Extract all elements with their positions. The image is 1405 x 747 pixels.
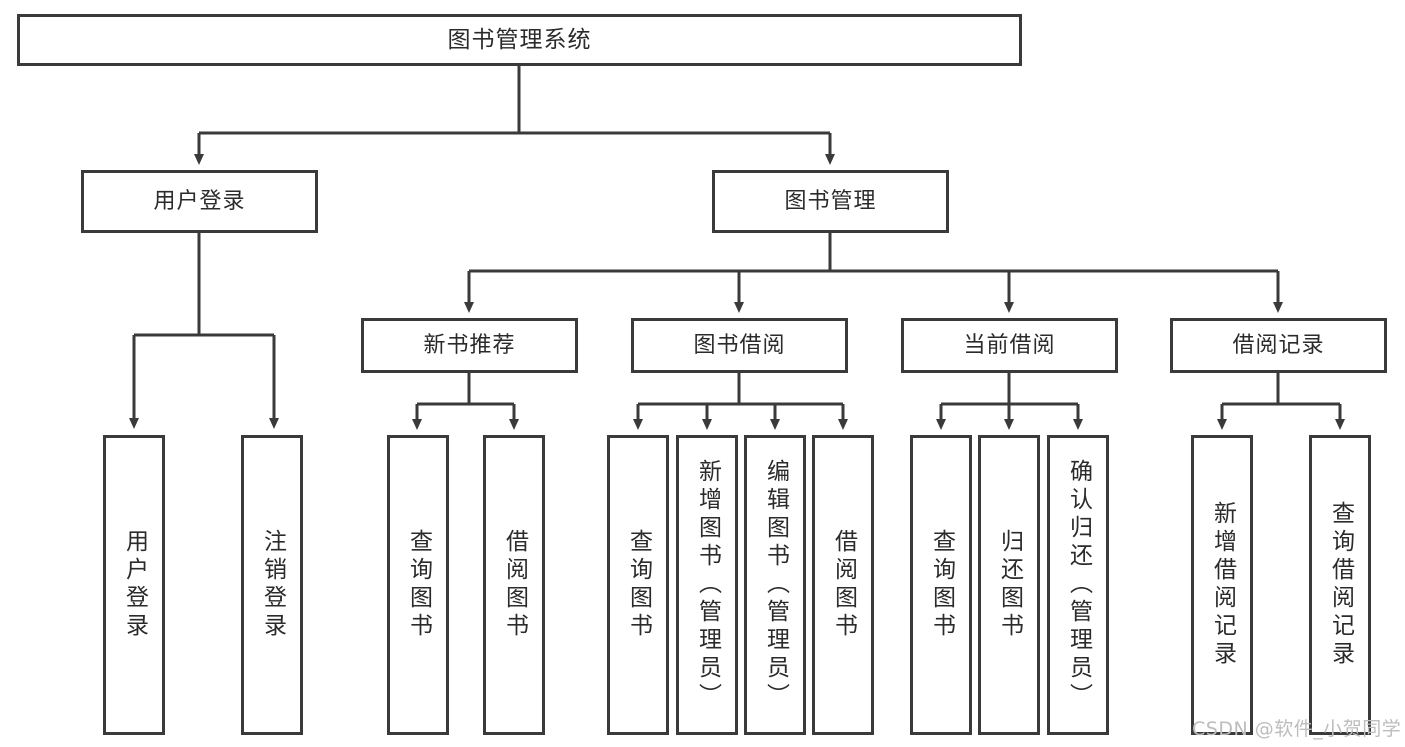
node-label: 用户登录 — [121, 529, 148, 641]
node-book-borrow[interactable]: 图书借阅 — [631, 318, 848, 373]
node-borrow-record[interactable]: 借阅记录 — [1170, 318, 1387, 373]
leaf-add-borrow-record[interactable]: 新增借阅记录 — [1191, 435, 1253, 735]
node-label: 借阅图书 — [830, 529, 857, 641]
node-label: 图书管理系统 — [447, 26, 592, 53]
leaf-query-book-recommend[interactable]: 查询图书 — [387, 435, 449, 735]
node-label: 确认归还（管理员） — [1065, 459, 1092, 711]
node-label: 当前借阅 — [963, 332, 1056, 358]
node-label: 查询图书 — [625, 529, 652, 641]
leaf-add-book-admin[interactable]: 新增图书（管理员） — [676, 435, 738, 735]
node-label: 新书推荐 — [423, 332, 516, 358]
node-label: 借阅图书 — [501, 529, 528, 641]
node-label: 编辑图书（管理员） — [762, 459, 789, 711]
node-label: 新增借阅记录 — [1209, 501, 1236, 669]
node-current-borrow[interactable]: 当前借阅 — [901, 318, 1118, 373]
leaf-user-login[interactable]: 用户登录 — [103, 435, 165, 735]
leaf-borrow-book[interactable]: 借阅图书 — [812, 435, 874, 735]
node-label: 查询图书 — [928, 529, 955, 641]
leaf-edit-book-admin[interactable]: 编辑图书（管理员） — [744, 435, 806, 735]
node-root-book-management-system[interactable]: 图书管理系统 — [17, 14, 1022, 66]
node-label: 注销登录 — [259, 529, 286, 641]
leaf-query-book-current[interactable]: 查询图书 — [910, 435, 972, 735]
leaf-query-book-borrow[interactable]: 查询图书 — [607, 435, 669, 735]
node-user-login[interactable]: 用户登录 — [81, 170, 318, 233]
leaf-return-book[interactable]: 归还图书 — [978, 435, 1040, 735]
watermark-text: CSDN @软件_小贺同学 — [1192, 718, 1402, 740]
node-label: 查询图书 — [405, 529, 432, 641]
node-label: 借阅记录 — [1232, 332, 1325, 358]
node-label: 新增图书（管理员） — [694, 459, 721, 711]
node-label: 归还图书 — [996, 529, 1023, 641]
node-label: 用户登录 — [153, 188, 246, 214]
leaf-logout[interactable]: 注销登录 — [241, 435, 303, 735]
node-book-management[interactable]: 图书管理 — [712, 170, 949, 233]
leaf-borrow-book-recommend[interactable]: 借阅图书 — [483, 435, 545, 735]
node-new-book-recommend[interactable]: 新书推荐 — [361, 318, 578, 373]
leaf-confirm-return-admin[interactable]: 确认归还（管理员） — [1047, 435, 1109, 735]
node-label: 图书借阅 — [693, 332, 786, 358]
leaf-query-borrow-record[interactable]: 查询借阅记录 — [1309, 435, 1371, 735]
node-label: 查询借阅记录 — [1327, 501, 1354, 669]
node-label: 图书管理 — [784, 188, 877, 214]
